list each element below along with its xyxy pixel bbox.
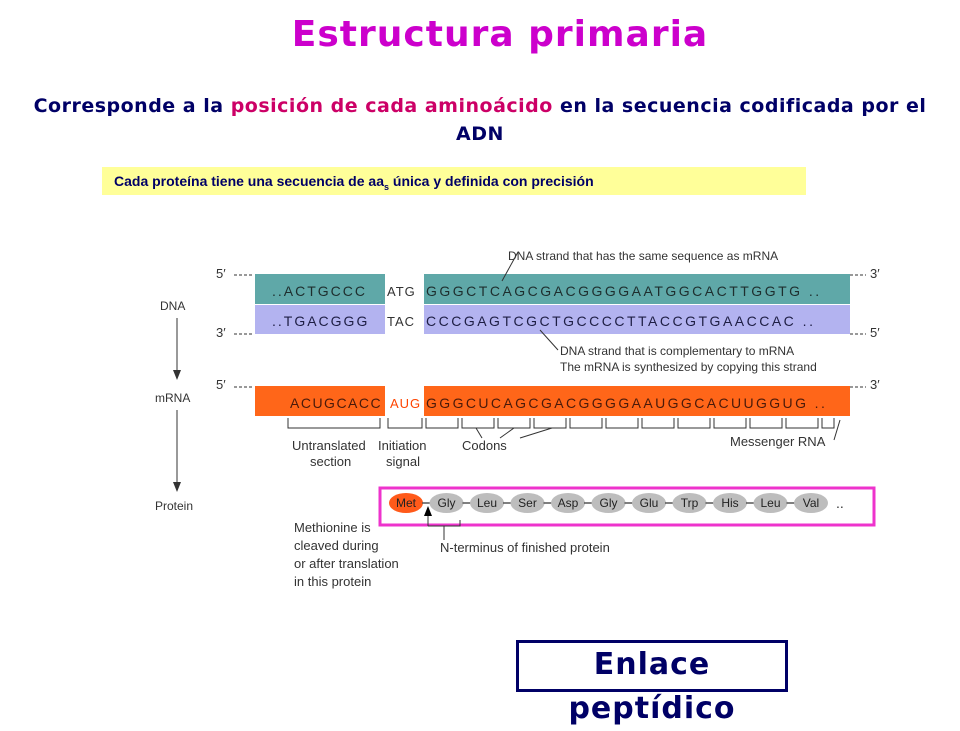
amino-acid-label: Val: [803, 496, 819, 510]
amino-acid-asp-bead: [551, 493, 585, 513]
untranslated-bracket: [287, 418, 381, 429]
mrna-rest: GGGCUCAGCGACGGGGAAUGGCACUUGGUG ..: [426, 395, 827, 411]
amino-acid-label: Leu: [760, 496, 780, 510]
n-terminus-bracket: [427, 520, 461, 527]
note-subscript: s: [384, 181, 390, 192]
protein-highlight-box: [378, 486, 876, 527]
top-strand-prefix: ..ACTGCCC: [272, 283, 367, 299]
amino-acid-his-bead: [713, 493, 747, 513]
bottom-annotation-line: [539, 329, 559, 351]
untranslated-label-1: Untranslated: [292, 438, 366, 453]
mrna-aug: AUG: [390, 396, 421, 411]
amino-acid-met-bead: [389, 493, 423, 513]
amino-acid-label: Gly: [438, 496, 456, 510]
bottom-strand-left-band: [255, 305, 385, 334]
methionine-line-4: in this protein: [294, 574, 371, 589]
dna-row-label: DNA: [160, 299, 185, 313]
mrna-3-end: 3′: [870, 377, 880, 392]
bottom-strand-annotation-1: DNA strand that is complementary to mRNA: [560, 344, 794, 358]
page-title: Estructura primaria: [291, 14, 709, 55]
amino-acid-label: Met: [396, 496, 417, 510]
amino-acid-leu-bead: [753, 493, 788, 513]
subtitle-text-1: Corresponde a la: [33, 95, 231, 117]
top-strand-atg: ATG: [387, 284, 416, 299]
amino-acid-gly-bead: [429, 493, 464, 513]
top-strand-rest: GGGCTCAGCGACGGGGAATGGCACTTGGTG ..: [426, 283, 822, 299]
bottom-strand-tac: TAC: [387, 314, 415, 329]
messenger-rna-label: Messenger RNA: [730, 434, 826, 449]
mrna-aug-box: [385, 386, 424, 416]
note-text-2: única y definida con precisión: [389, 173, 594, 189]
amino-acid-label: Glu: [640, 496, 659, 510]
initiation-bracket: [387, 418, 423, 429]
protein-tail: ..: [836, 495, 844, 511]
peptide-bond-button[interactable]: Enlace peptídico: [516, 640, 788, 726]
amino-acid-glu-bead: [632, 493, 666, 513]
amino-acid-label: Asp: [558, 496, 579, 510]
bottom-strand-rest: CCCGAGTCGCTGCCCCTTACCGTGAACCAC ..: [426, 313, 815, 329]
methionine-line-2: cleaved during: [294, 538, 379, 553]
bottom-strand-5-end: 5′: [870, 325, 880, 340]
methionine-line-3: or after translation: [294, 556, 399, 571]
amino-acid-gly-bead: [591, 493, 626, 513]
amino-acid-label: His: [721, 496, 738, 510]
protein-row-label: Protein: [155, 499, 193, 513]
bottom-strand-prefix: ..TGACGGG: [272, 313, 369, 329]
subtitle: Corresponde a la posición de cada aminoá…: [28, 92, 932, 148]
amino-acid-label: Trp: [681, 496, 699, 510]
n-terminus-label: N-terminus of finished protein: [440, 540, 610, 555]
mrna-prefix: ACUGCACC: [290, 395, 382, 411]
cleavage-marker: [424, 506, 432, 516]
amino-acid-label: Leu: [477, 496, 497, 510]
top-strand-5-end: 5′: [216, 266, 226, 281]
top-strand-annotation: DNA strand that has the same sequence as…: [508, 249, 778, 263]
note-banner: Cada proteína tiene una secuencia de aas…: [102, 167, 806, 195]
top-strand-left-band: [255, 274, 385, 304]
mrna-band: [255, 386, 850, 416]
amino-acid-label: Ser: [518, 496, 537, 510]
top-strand-3-end: 3′: [870, 266, 880, 281]
initiation-label-1: Initiation: [378, 438, 426, 453]
amino-acid-label: Gly: [600, 496, 618, 510]
amino-acid-val-bead: [794, 493, 828, 513]
top-annotation-line: [501, 251, 519, 282]
amino-acid-ser-bead: [510, 493, 545, 513]
mrna-row-label: mRNA: [155, 391, 190, 405]
amino-acid-leu-bead: [470, 493, 504, 513]
codon-brackets: [425, 418, 841, 441]
methionine-line-1: Methionine is: [294, 520, 371, 535]
note-text-1: Cada proteína tiene una secuencia de aa: [114, 173, 384, 189]
top-strand-right-band: [424, 274, 850, 304]
subtitle-text-2: en la secuencia codificada por el ADN: [456, 95, 927, 145]
amino-acid-trp-bead: [672, 493, 707, 513]
subtitle-highlight: posición de cada aminoácido: [230, 95, 553, 117]
codons-label: Codons: [462, 438, 507, 453]
flow-arrows: [173, 318, 181, 492]
mrna-5-end: 5′: [216, 377, 226, 392]
bottom-strand-3-end: 3′: [216, 325, 226, 340]
bottom-strand-right-band: [424, 305, 850, 334]
initiation-label-2: signal: [386, 454, 420, 469]
amino-acid-chain: Met Gly Leu Ser Asp Gly Glu Trp His Leu Val: [389, 493, 828, 513]
untranslated-label-2: section: [310, 454, 351, 469]
bottom-strand-annotation-2: The mRNA is synthesized by copying this …: [560, 360, 817, 374]
